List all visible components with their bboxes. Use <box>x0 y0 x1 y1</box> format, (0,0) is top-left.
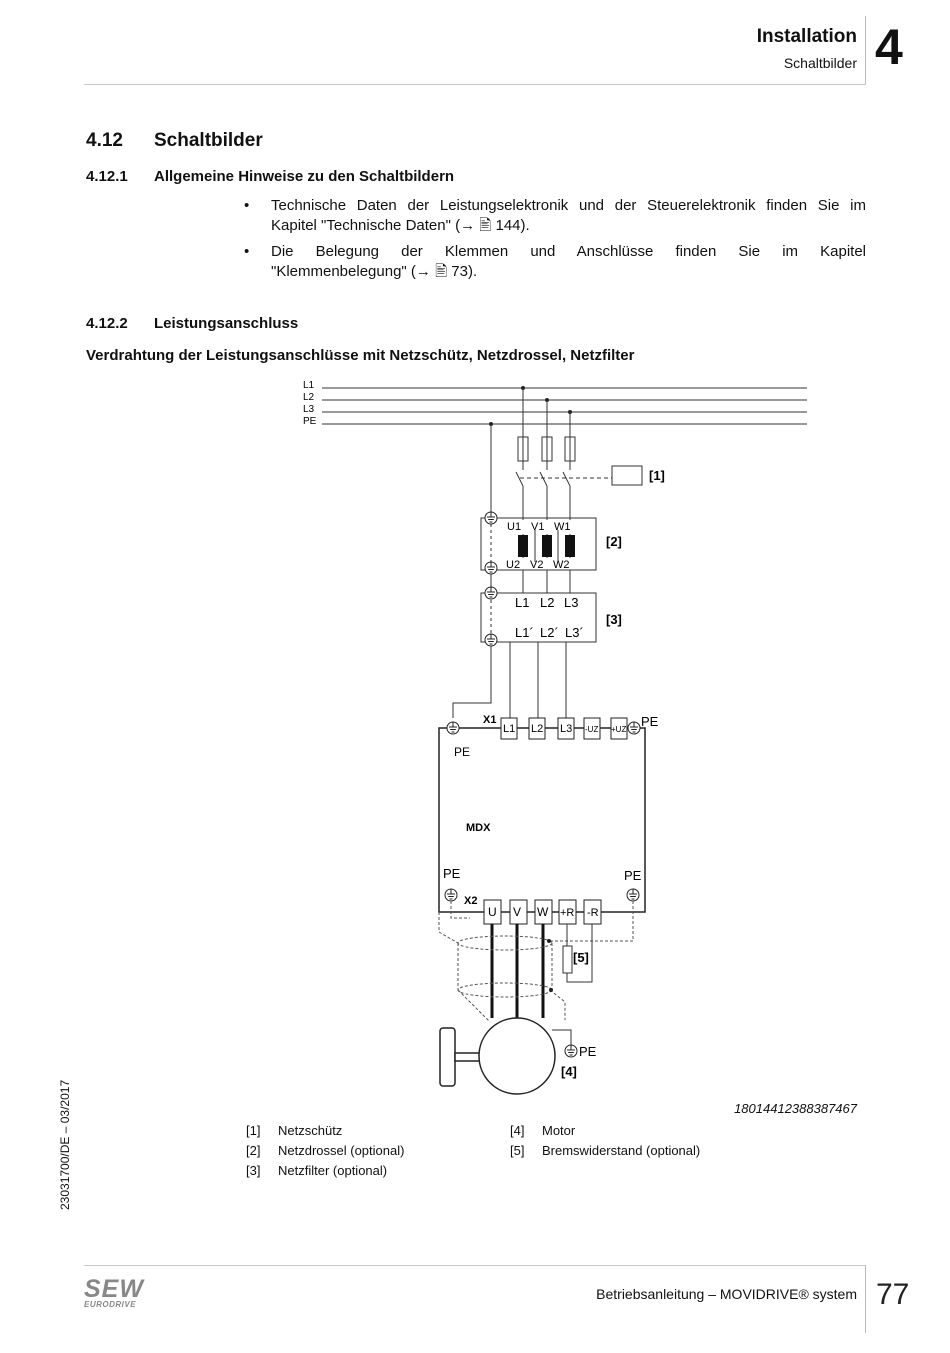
legend-item: [2] Netzdrossel (optional) <box>246 1143 404 1158</box>
section-heading: 4.12 Schaltbilder <box>86 130 263 152</box>
footer-doc-title: Betriebsanleitung – MOVIDRIVE® system <box>596 1286 857 1302</box>
legend-item: [1] Netzschütz <box>246 1123 342 1138</box>
ref-label: [3] <box>606 612 622 627</box>
x1-terminal: L2 <box>531 723 543 735</box>
line-label: L2 <box>303 392 315 403</box>
x1-terminal: -UZ <box>585 725 598 734</box>
header-rule <box>84 84 866 85</box>
x1-terminal: +UZ <box>611 725 626 734</box>
supply-lines <box>322 387 807 425</box>
pe-label: PE <box>579 1044 597 1059</box>
pe-label: PE <box>443 866 461 881</box>
document-id-side: 23031700/DE – 03/2017 <box>58 1079 72 1210</box>
figure-caption: Verdrahtung der Leistungsanschlüsse mit … <box>86 347 635 364</box>
section-title: Schaltbilder <box>154 130 263 151</box>
filter-terminal: L3 <box>564 595 578 610</box>
logo-brand: SEW <box>84 1275 144 1303</box>
filter-terminal: L2´ <box>540 625 559 640</box>
choke-terminal: W2 <box>553 559 570 571</box>
x1-terminal: L1 <box>503 723 515 735</box>
ref-label: [1] <box>649 468 665 483</box>
subsection-number: 4.12.1 <box>86 168 128 185</box>
subsection-number: 4.12.2 <box>86 315 128 332</box>
x2-terminal: -R <box>587 907 599 919</box>
bullet-item: • Die Belegung der Klemmen und Anschlüss… <box>244 242 866 282</box>
legend-key: [4] <box>510 1123 525 1138</box>
bullet-item: • Technische Daten der Leistungselektron… <box>244 196 866 236</box>
line-label: PE <box>303 416 317 427</box>
sew-logo: SEW EURODRIVE <box>84 1275 154 1310</box>
header-divider <box>865 16 866 84</box>
legend-key: [1] <box>246 1123 261 1138</box>
legend-item: [3] Netzfilter (optional) <box>246 1163 387 1178</box>
subsection-title: Allgemeine Hinweise zu den Schaltbildern <box>154 168 455 185</box>
chapter-title: Installation <box>756 26 857 47</box>
figure-id: 18014412388387467 <box>734 1101 857 1116</box>
legend-text: Netzschütz <box>278 1123 343 1138</box>
legend-key: [2] <box>246 1143 261 1158</box>
filter-terminal: L1´ <box>515 625 534 640</box>
filter-terminal: L1 <box>515 595 529 610</box>
bullet-line: Technische Daten der Leistungselektronik… <box>271 197 866 214</box>
bullet-line: "Klemmenbelegung" (→ 🖹 73). <box>271 263 478 280</box>
choke-terminal: U2 <box>506 559 520 571</box>
logo-sub: EURODRIVE <box>84 1300 137 1309</box>
legend-item: [5] Bremswiderstand (optional) <box>510 1143 700 1158</box>
subsection-title: Leistungsanschluss <box>154 315 299 332</box>
page-number: 77 <box>876 1278 910 1311</box>
bullet-dot: • <box>244 243 250 260</box>
filter-terminal: L3´ <box>565 625 584 640</box>
filter-terminal: L2 <box>540 595 554 610</box>
legend-key: [5] <box>510 1143 525 1158</box>
ref-label: [5] <box>573 950 589 965</box>
line-label: L3 <box>303 404 315 415</box>
choke-terminal: V1 <box>531 521 544 533</box>
x2-terminal: +R <box>560 907 574 919</box>
line-label: L1 <box>303 380 315 391</box>
legend-text: Bremswiderstand (optional) <box>542 1143 701 1158</box>
bullet-dot: • <box>244 197 250 214</box>
legend-text: Netzdrossel (optional) <box>278 1143 405 1158</box>
x2-terminal: V <box>513 905 521 919</box>
bullet-line: Die Belegung der Klemmen und Anschlüsse … <box>271 243 866 260</box>
choke-terminal: U1 <box>507 521 521 533</box>
choke-terminal: V2 <box>530 559 543 571</box>
section-number: 4.12 <box>86 130 123 151</box>
subsection-heading-1: 4.12.1 Allgemeine Hinweise zu den Schaltb… <box>86 168 454 185</box>
subsection-heading-2: 4.12.2 Leistungsanschluss <box>86 315 298 332</box>
pe-label: PE <box>624 868 642 883</box>
choke-terminal: W1 <box>554 521 571 533</box>
legend-text: Motor <box>542 1123 576 1138</box>
x1-terminal: L3 <box>560 723 572 735</box>
legend-item: [4] Motor <box>510 1123 575 1138</box>
chapter-number: 4 <box>875 19 903 75</box>
bullet-line: Kapitel "Technische Daten" (→ 🖹 144). <box>271 217 530 234</box>
legend-text: Netzfilter (optional) <box>278 1163 388 1178</box>
connector-label: X1 <box>483 714 496 726</box>
mdx-label: MDX <box>466 822 491 834</box>
pe-label: PE <box>641 714 659 729</box>
footer-rule <box>84 1265 866 1266</box>
pe-label: PE <box>454 745 470 759</box>
ref-label: [2] <box>606 534 622 549</box>
x2-terminal: U <box>488 905 497 919</box>
ref-label: [4] <box>561 1064 577 1079</box>
x2-terminal: W <box>537 905 549 919</box>
footer-divider <box>865 1265 866 1333</box>
chapter-subtitle: Schaltbilder <box>783 55 857 71</box>
legend-key: [3] <box>246 1163 261 1178</box>
connector-label: X2 <box>464 895 477 907</box>
